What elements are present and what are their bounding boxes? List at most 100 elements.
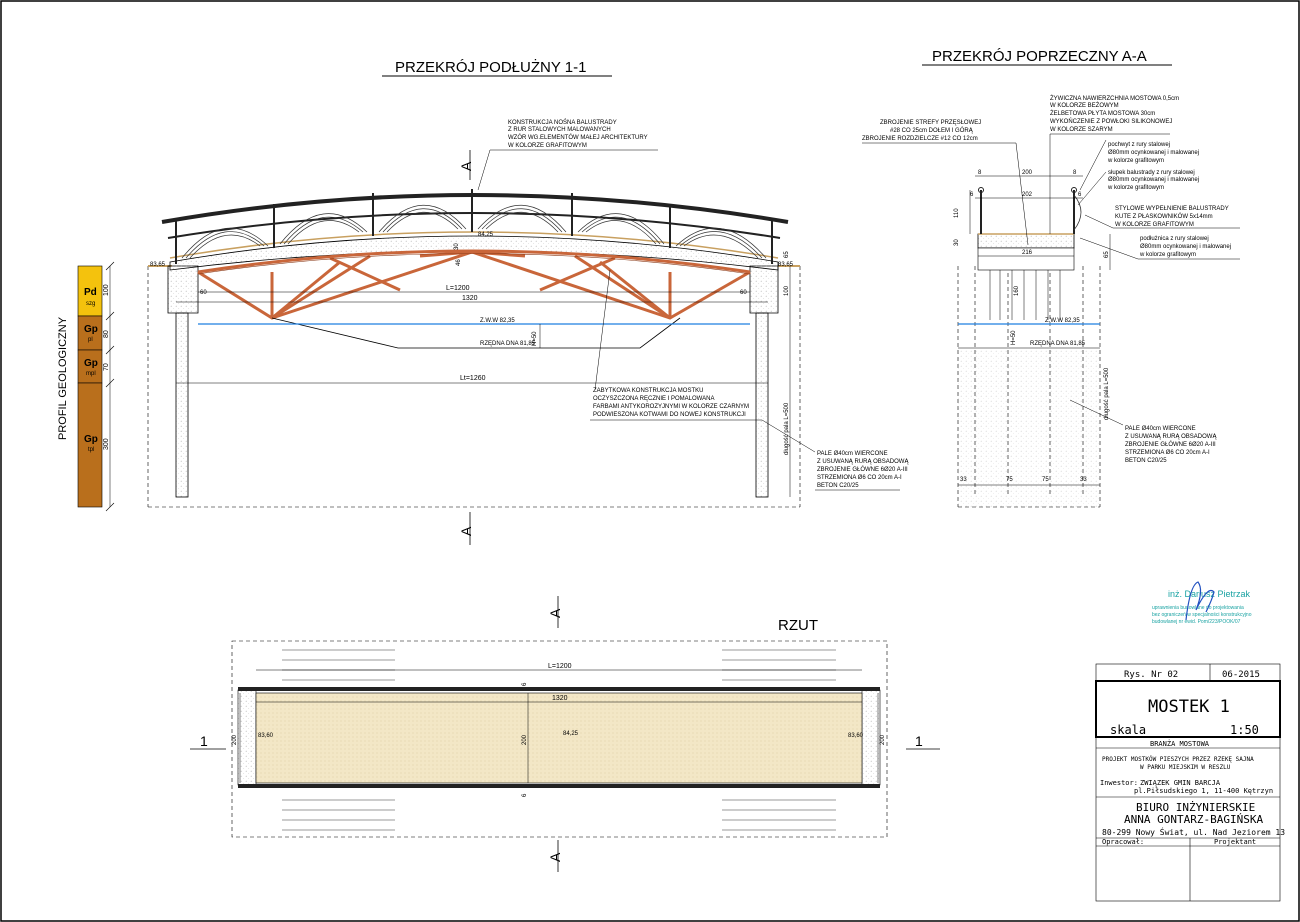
- svg-text:PALE Ø40cm WIERCONE: PALE Ø40cm WIERCONE: [1125, 426, 1196, 432]
- reinforcement-note: ZBROJENIE STREFY PRZĘSŁOWEJ #28 CO 25cm …: [862, 120, 1029, 246]
- layer-code: Pd: [84, 287, 97, 298]
- pile-right: [755, 312, 769, 498]
- dim-pile-span: Lt=1260: [460, 375, 486, 382]
- dim-75: 75: [1042, 477, 1049, 483]
- section-mark-1: 1: [915, 733, 923, 749]
- dim-30: 30: [454, 243, 460, 250]
- office-line: ANNA GONTARZ-BAGIŃSKA: [1124, 813, 1263, 826]
- dim-pile-length: długość pala L=500: [784, 402, 790, 455]
- svg-text:Ø80mm ocynkowanej i malowanej: Ø80mm ocynkowanej i malowanej: [1140, 244, 1231, 250]
- svg-text:ŻELBETOWA PŁYTA MOSTOWA 30cm: ŻELBETOWA PŁYTA MOSTOWA 30cm: [1050, 110, 1155, 117]
- svg-text:ZBROJENIE GŁÓWNE 6Ø20 A-III: ZBROJENIE GŁÓWNE 6Ø20 A-III: [1125, 441, 1216, 448]
- svg-text:W KOLORZE SZARYM: W KOLORZE SZARYM: [1050, 127, 1113, 133]
- layer-thickness: 100: [103, 284, 110, 296]
- dim-60: 60: [740, 290, 747, 296]
- dim-110: 110: [954, 208, 960, 218]
- svg-text:ZBROJENIE STREFY PRZĘSŁOWEJ: ZBROJENIE STREFY PRZĘSŁOWEJ: [880, 120, 981, 126]
- svg-text:W KOLORZE GRAFITOWYM: W KOLORZE GRAFITOWYM: [508, 143, 587, 149]
- svg-text:Ø80mm ocynkowanej i malowanej: Ø80mm ocynkowanej i malowanej: [1108, 177, 1199, 183]
- engineer-stamp: inż. Dariusz Pietrzak uprawnienia budowl…: [1152, 581, 1252, 625]
- layer-thickness: 80: [103, 330, 110, 338]
- title-block: Rys. Nr 02 06-2015 MOSTEK 1 skala 1:50 B…: [1095, 663, 1285, 902]
- layer-sub: tpl: [88, 447, 94, 453]
- historic-truss: [197, 249, 751, 320]
- handrail-note: pochwyt z rury stalowej Ø80mm ocynkowane…: [1079, 139, 1199, 191]
- layer-sub: szg: [86, 301, 95, 307]
- layer-code: Gp: [84, 434, 98, 445]
- geological-profile: PROFIL GEOLOGICZNY Pd szg Gp pl Gp mpl G…: [57, 261, 115, 512]
- svg-text:STYLOWE WYPEŁNIENIE BALUSTRADY: STYLOWE WYPEŁNIENIE BALUSTRADY: [1115, 206, 1229, 212]
- dim-100: 100: [784, 285, 790, 296]
- longitudinal-title-text: PRZEKRÓJ PODŁUŻNY 1-1: [395, 58, 586, 76]
- dim-46: 46: [456, 259, 462, 266]
- dim-total: 1320: [462, 295, 478, 302]
- svg-text:FARBAMI ANTYKOROZYJNYMI W KOLO: FARBAMI ANTYKOROZYJNYMI W KOLORZE CZARNY…: [593, 404, 749, 410]
- plan-dim-6: 6: [522, 793, 528, 797]
- svg-text:ZBROJENIE ROZDZIELCZE #12 CO 1: ZBROJENIE ROZDZIELCZE #12 CO 12cm: [862, 136, 978, 142]
- plan-level-left: 83,60: [258, 733, 274, 739]
- svg-text:#28 CO 25cm DOŁEM I GÓRĄ: #28 CO 25cm DOŁEM I GÓRĄ: [890, 127, 974, 134]
- section-mark-a: A: [547, 608, 563, 618]
- drawing-date: 06-2015: [1222, 670, 1260, 680]
- layer-sub: pl: [88, 337, 93, 343]
- cross-pile-note: PALE Ø40cm WIERCONE Z USUWANĄ RURĄ OBSAD…: [1069, 399, 1217, 464]
- level-right: 83,65: [778, 262, 794, 268]
- layer-thickness: 70: [103, 363, 110, 371]
- svg-text:ZBROJENIE GŁÓWNE 6Ø20 A-III: ZBROJENIE GŁÓWNE 6Ø20 A-III: [817, 466, 908, 473]
- scale-label: skala: [1110, 723, 1146, 737]
- abutment-right: [749, 265, 779, 314]
- svg-text:KUTE Z PŁASKOWNIKÓW 5x14mm: KUTE Z PŁASKOWNIKÓW 5x14mm: [1115, 213, 1213, 220]
- plan-abutment-right: [861, 689, 881, 786]
- svg-text:ŻYWICZNA NAWIERZCHNIA MOSTOWA: ŻYWICZNA NAWIERZCHNIA MOSTOWA 0,5cm: [1050, 95, 1179, 102]
- section-mark-a: A: [458, 161, 474, 171]
- layer-sub: mpl: [86, 371, 96, 377]
- drawing-name: MOSTEK 1: [1148, 697, 1230, 717]
- plan-dim-total: 1320: [552, 695, 568, 702]
- branch: BRANŻA MOSTOWA: [1150, 739, 1210, 748]
- scale-value: 1:50: [1230, 723, 1259, 737]
- designer-label: Projektant: [1214, 838, 1256, 846]
- dim-h50: H=50: [1011, 330, 1017, 345]
- abutment-left: [167, 265, 199, 314]
- cross-section: 200 202 216 8 8 6 6 110 30 65 160 H=50 d…: [862, 95, 1240, 508]
- geology-layer-gp-pl: [77, 315, 103, 351]
- geology-layer-pd: [77, 265, 103, 317]
- project-line: PROJEKT MOSTKÓW PIESZYCH PRZEZ RZEKĘ SAJ…: [1102, 756, 1254, 763]
- dim-6: 6: [970, 192, 974, 198]
- investor-line: pl.Piłsudskiego 1, 11-400 Kętrzyn: [1134, 787, 1273, 795]
- water-level-label: Z.W.W 82,35: [1045, 318, 1080, 324]
- railing-note: KONSTRUKCJA NOŚNA BALUSTRADY Z RUR STALO…: [477, 118, 658, 191]
- dim-160: 160: [1014, 285, 1020, 296]
- layer-code: Gp: [84, 358, 98, 369]
- svg-text:podłużnica z rury stalowej: podłużnica z rury stalowej: [1140, 236, 1209, 242]
- dim-6: 6: [1078, 192, 1082, 198]
- geology-layer-gp-mpl: [77, 349, 103, 384]
- plan-dim-6: 6: [522, 682, 528, 686]
- stamp-line: bez ograniczeń w specjalności konstrukcy…: [1152, 612, 1252, 618]
- drawing-number: Rys. Nr 02: [1124, 670, 1178, 680]
- svg-text:WZÓR WG.ELEMENTÓW MAŁEJ ARCHIT: WZÓR WG.ELEMENTÓW MAŁEJ ARCHITEKTURY: [508, 134, 648, 141]
- svg-text:Ø80mm ocynkowanej i malowanej: Ø80mm ocynkowanej i malowanej: [1108, 150, 1199, 156]
- svg-text:pochwyt z rury stalowej: pochwyt z rury stalowej: [1108, 142, 1170, 148]
- office-address: 80-299 Nowy Świat, ul. Nad Jeziorem 13: [1102, 826, 1285, 837]
- stamp-name: inż. Dariusz Pietrzak: [1168, 589, 1251, 599]
- dim-65: 65: [1104, 251, 1110, 258]
- svg-text:W KOLORZE GRAFITOWYM: W KOLORZE GRAFITOWYM: [1115, 222, 1194, 228]
- svg-text:W KOLORZE BEŻOWYM: W KOLORZE BEŻOWYM: [1050, 102, 1119, 109]
- cross-section-title: PRZEKRÓJ POPRZECZNY A-A: [922, 48, 1172, 66]
- dim-60: 60: [200, 290, 207, 296]
- river-bed: [271, 317, 681, 349]
- svg-text:STRZEMIONA Ø6 CO 20cm A-I: STRZEMIONA Ø6 CO 20cm A-I: [817, 475, 902, 481]
- dim-30: 30: [954, 239, 960, 246]
- infill-note: STYLOWE WYPEŁNIENIE BALUSTRADY KUTE Z PŁ…: [1084, 206, 1240, 229]
- svg-text:w kolorze grafitowym: w kolorze grafitowym: [1107, 185, 1164, 191]
- svg-text:w kolorze grafitowym: w kolorze grafitowym: [1107, 158, 1164, 164]
- rail-note: podłużnica z rury stalowej Ø80mm ocynkow…: [1079, 236, 1240, 260]
- pile-left: [175, 312, 189, 498]
- surface-note: ŻYWICZNA NAWIERZCHNIA MOSTOWA 0,5cm W KO…: [1049, 95, 1179, 234]
- dim-h50: H=50: [532, 331, 538, 346]
- bottom-level-label: RZĘDNA DNA 81,85: [480, 341, 536, 347]
- post-note: słupek balustrady z rury stalowej Ø80mm …: [1077, 170, 1199, 206]
